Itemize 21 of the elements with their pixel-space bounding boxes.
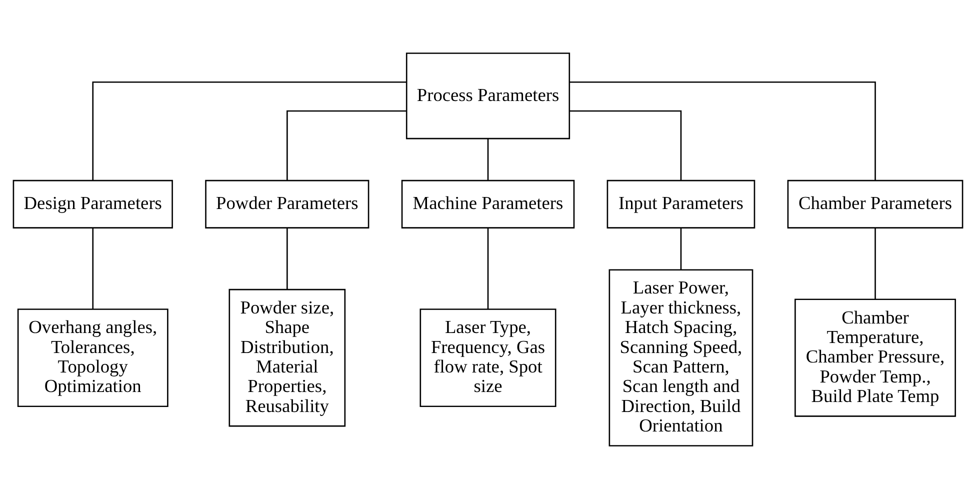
connector [680,228,682,270]
connector [92,81,407,180]
connector [487,228,489,309]
node-box: Powder size, Shape Distribution, Material Properties, Reusability [228,288,346,427]
connector [874,228,876,300]
node-box: Laser Power, Layer thickness, Hatch Spacing, Scanning Speed, Scan Pattern, Scan length and Direction, Build Orientation [608,269,754,446]
node-box: Input Parameters [606,180,756,228]
connector [570,81,876,180]
node-box: Laser Type, Frequency, Gas flow rate, Spot size [420,308,556,408]
node-box: Chamber Parameters [787,180,964,228]
node-box: Powder Parameters [205,180,370,228]
connector [286,228,288,290]
node-box: Overhang angles, Tolerances, Topology Optimization [17,308,168,408]
node-box: Machine Parameters [401,180,575,228]
connector [286,110,406,180]
connector [570,110,682,180]
connector [92,228,94,309]
connector [487,138,489,180]
node-box: Chamber Temperature, Chamber Pressure, Powder Temp., Build Plate Temp [794,298,956,417]
node-box: Process Parameters [406,52,570,140]
node-box: Design Parameters [12,180,173,228]
